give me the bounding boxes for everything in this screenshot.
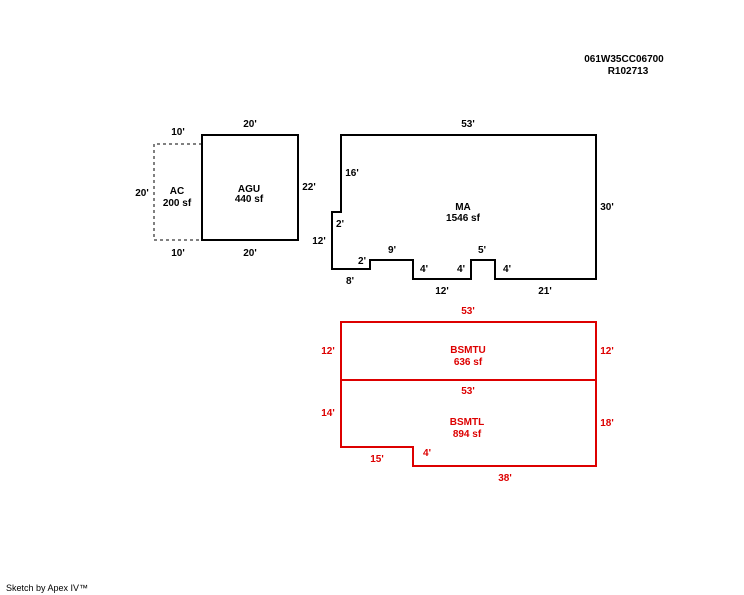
ma-step-4c-dim: 4' [503,264,511,275]
bsmtu-name: BSMTU [450,345,486,356]
bsmtl-step-dim: 4' [423,448,431,459]
ma-bottom-left-dim: 8' [346,276,354,287]
ac-outline [153,143,202,241]
ma-bump-5-dim: 5' [478,245,486,256]
bsmtl-top-dim: 53' [461,386,475,397]
bsmtl-bottom-dim: 38' [498,473,512,484]
bsmtl-name: BSMTL [450,417,484,428]
agu-area: 440 sf [235,194,264,205]
ac-side-dim: 20' [135,188,149,199]
ac-bottom-dim: 10' [171,248,185,259]
footer-credit: Sketch by Apex IV™ [6,583,89,593]
agu-outline [201,134,299,241]
bsmtl-bottom-left-dim: 15' [370,454,384,465]
ma-bottom-12-dim: 12' [435,286,449,297]
ma-outline [331,134,597,280]
bsmtl-left-dim: 14' [321,408,335,419]
agu-bottom-dim: 20' [243,248,257,259]
account-id: R102713 [608,66,649,77]
agu-right-dim: 22' [302,182,316,193]
agu-top-dim: 20' [243,119,257,130]
ma-area: 1546 sf [446,213,481,224]
ma-bottom-21-dim: 21' [538,286,552,297]
bsmtu-left-dim: 12' [321,346,335,357]
ma-step-4a-dim: 4' [420,264,428,275]
ma-step-4b-dim: 4' [457,264,465,275]
bsmtl-right-dim: 18' [600,418,614,429]
bsmtu-top-dim: 53' [461,306,475,317]
ac-area: 200 sf [163,198,192,209]
ma-bottom-step-dim: 2' [358,256,366,267]
ac-top-dim: 10' [171,127,185,138]
bsmtu-area: 636 sf [454,357,483,368]
ma-name: MA [455,202,471,213]
bsmtu-right-dim: 12' [600,346,614,357]
ma-right-dim: 30' [600,202,614,213]
ma-left-lower-dim: 12' [312,236,326,247]
bsmtl-area: 894 sf [453,429,482,440]
ma-notch-dim: 2' [336,219,344,230]
bsmtl-outline [340,379,597,467]
ac-name: AC [170,186,184,197]
ma-top-dim: 53' [461,119,475,130]
agu-name: AGU [238,184,260,195]
parcel-id: 061W35CC06700 [584,54,664,65]
ma-bump-9-dim: 9' [388,245,396,256]
ma-left-upper-dim: 16' [345,168,359,179]
